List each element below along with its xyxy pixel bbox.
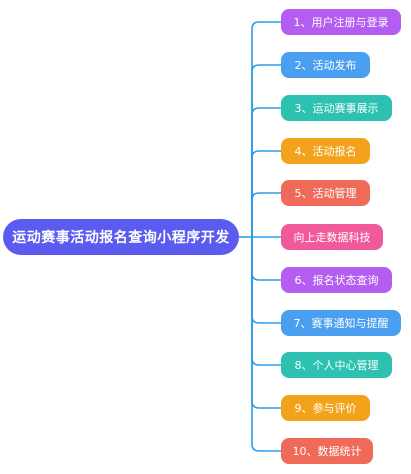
branch-connector-3 [251, 107, 281, 237]
branch-node-9[interactable]: 9、参与评价 [281, 395, 370, 421]
branch-connector-9 [251, 237, 281, 366]
branch-connector-7 [251, 237, 281, 281]
branch-node-2[interactable]: 2、活动发布 [281, 52, 370, 78]
branch-node-3[interactable]: 3、运动赛事展示 [281, 95, 392, 121]
branch-node-7[interactable]: 7、赛事通知与提醒 [281, 310, 401, 336]
branch-node-10[interactable]: 10、数据统计 [281, 438, 373, 464]
branch-connector-2 [251, 64, 281, 237]
root-topic[interactable]: 运动赛事活动报名查询小程序开发 [3, 219, 239, 255]
branch-node-4[interactable]: 4、活动报名 [281, 138, 370, 164]
branch-node-8[interactable]: 8、个人中心管理 [281, 352, 392, 378]
branch-node-5[interactable]: 5、活动管理 [281, 180, 370, 206]
branch-connector-4 [251, 150, 281, 237]
branch-node-6[interactable]: 6、报名状态查询 [281, 267, 392, 293]
branch-connector-5 [251, 192, 281, 237]
branch-node-watermark[interactable]: 向上走数据科技 [281, 224, 383, 250]
branch-connector-1 [251, 21, 281, 237]
branch-connector-11 [251, 237, 281, 452]
branch-node-1[interactable]: 1、用户注册与登录 [281, 9, 401, 35]
